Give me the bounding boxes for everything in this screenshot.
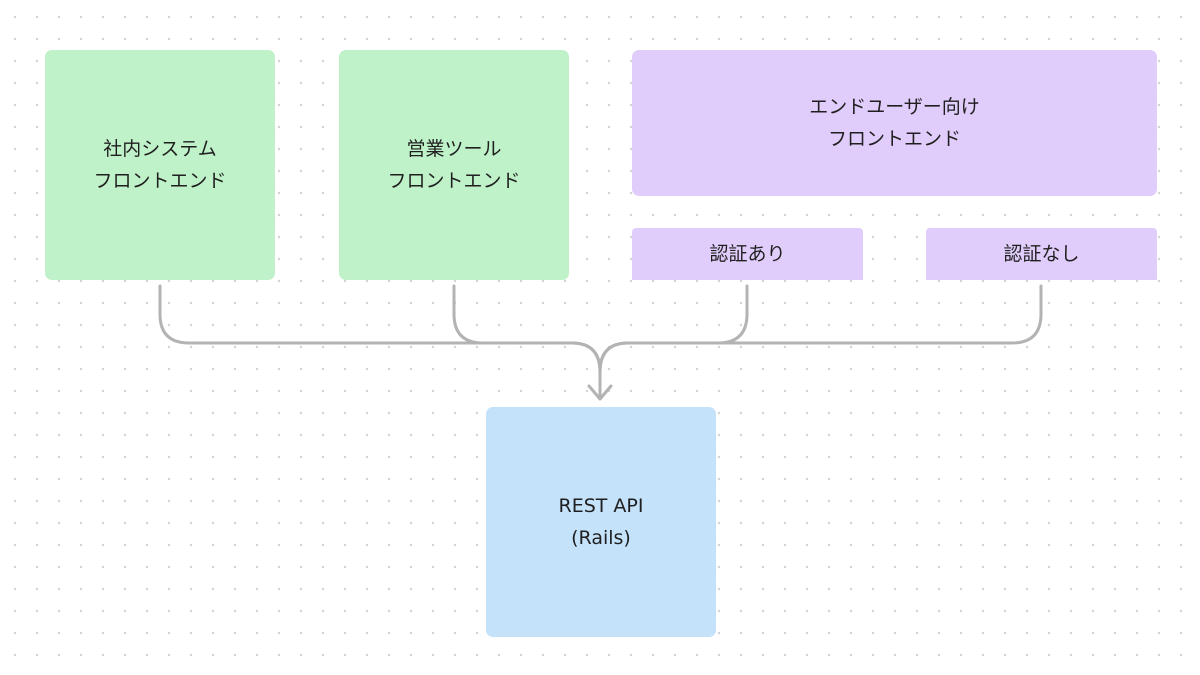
node-rest-api-label: REST API (Rails) (558, 495, 644, 549)
arrowhead-to-api (587, 384, 613, 401)
node-end-user-frontend[interactable]: エンドユーザー向け フロントエンド (632, 50, 1157, 196)
edge-auth-no-to-api (598, 284, 1043, 400)
node-auth-no[interactable]: 認証なし (926, 228, 1157, 280)
node-internal-system-frontend[interactable]: 社内システム フロントエンド (45, 50, 275, 280)
node-internal-system-label: 社内システム フロントエンド (93, 138, 227, 192)
node-sales-tool-frontend[interactable]: 営業ツール フロントエンド (339, 50, 569, 280)
node-auth-yes[interactable]: 認証あり (632, 228, 863, 280)
node-rest-api[interactable]: REST API (Rails) (486, 407, 716, 637)
node-sales-tool-label: 営業ツール フロントエンド (387, 138, 521, 192)
node-auth-yes-label: 認証あり (709, 243, 786, 265)
node-end-user-label: エンドユーザー向け フロントエンド (809, 96, 980, 150)
edge-sales-tool-to-api (452, 284, 602, 400)
node-auth-no-label: 認証なし (1003, 243, 1080, 265)
